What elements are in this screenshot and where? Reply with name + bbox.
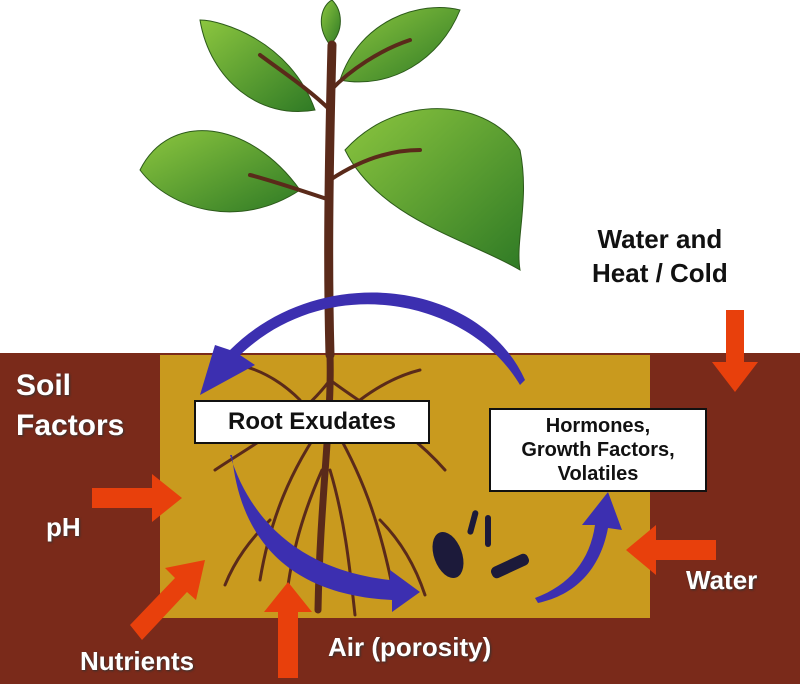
- nutrients-label: Nutrients: [80, 646, 195, 676]
- arrow-nutrients: [130, 560, 205, 640]
- flow-arrows: [200, 292, 622, 612]
- ph-label: pH: [46, 512, 81, 542]
- leaf-left-low: [139, 130, 301, 213]
- soil-factors-line2: Factors: [16, 409, 125, 442]
- leaf-left-high: [199, 19, 316, 112]
- signals-box: Hormones, Growth Factors, Volatiles: [489, 408, 707, 492]
- arrow-water: [626, 525, 716, 575]
- leaf-right-low: [344, 108, 525, 271]
- arrow-ph: [92, 474, 182, 522]
- stem: [248, 38, 422, 360]
- root-exudates-box: Root Exudates: [194, 400, 430, 444]
- arrow-top-curve: [200, 292, 525, 395]
- leaves: [139, 0, 525, 271]
- root-exudates-label: Root Exudates: [227, 408, 397, 435]
- arrow-root-to-microbes: [230, 455, 420, 612]
- arrow-weather: [712, 310, 758, 392]
- weather-label-line1: Water and: [597, 224, 723, 254]
- signals-line1: Hormones,: [545, 415, 651, 437]
- air-label: Air (porosity): [328, 632, 492, 662]
- weather-label: Water and Heat / Cold: [592, 222, 728, 290]
- weather-label-line2: Heat / Cold: [592, 258, 728, 288]
- signals-line2: Growth Factors,: [521, 439, 675, 461]
- signals-line3: Volatiles: [557, 463, 639, 485]
- soil-factors-line1: Soil: [16, 369, 72, 402]
- water-label: Water: [686, 565, 758, 595]
- arrow-air: [264, 582, 312, 678]
- soil-factors-label: Soil Factors: [16, 366, 124, 446]
- arrow-microbes-to-signals: [535, 492, 622, 603]
- leaf-top-bud: [320, 0, 341, 46]
- factor-arrows: [92, 310, 758, 678]
- microbes: [432, 510, 530, 579]
